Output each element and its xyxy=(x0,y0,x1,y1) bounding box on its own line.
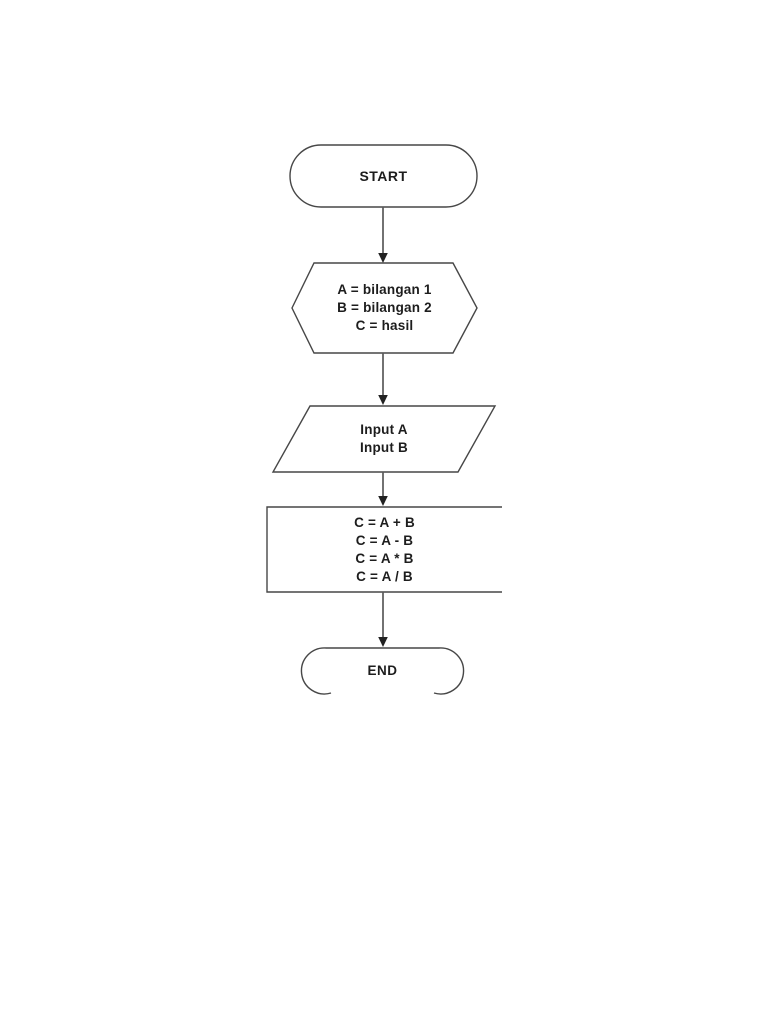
input-parallelogram-shape xyxy=(271,405,497,473)
end-terminator-shape xyxy=(300,647,465,695)
preparation-node-label: A = bilangan 1 B = bilangan 2 C = hasil xyxy=(292,263,477,353)
input-line: Input B xyxy=(360,440,408,455)
process-node-label: C = A + B C = A - B C = A * B C = A / B xyxy=(267,507,502,592)
input-line: Input A xyxy=(360,422,408,437)
start-terminator-shape xyxy=(289,144,478,208)
flow-arrow-start-to-preparation xyxy=(378,207,388,263)
process-line: C = A * B xyxy=(355,550,414,566)
end-node-label: END xyxy=(303,648,462,694)
flow-arrow-process-to-end xyxy=(378,592,388,647)
process-line: C = A + B xyxy=(354,514,415,530)
process-line: C = A - B xyxy=(355,532,414,548)
preparation-line: B = bilangan 2 xyxy=(337,300,432,315)
process-rectangle-shape xyxy=(266,506,502,593)
process-line: C = A / B xyxy=(356,568,413,584)
preparation-line: A = bilangan 1 xyxy=(337,282,432,297)
flow-arrow-preparation-to-input xyxy=(378,353,388,405)
end-node-text: END xyxy=(367,663,398,678)
start-node-label: START xyxy=(290,145,477,207)
start-node-text: START xyxy=(359,168,408,184)
flow-arrow-input-to-process xyxy=(378,472,388,506)
preparation-line: C = hasil xyxy=(355,318,414,333)
preparation-hexagon-shape xyxy=(291,262,478,354)
input-node-label: Input A Input B xyxy=(284,406,484,472)
